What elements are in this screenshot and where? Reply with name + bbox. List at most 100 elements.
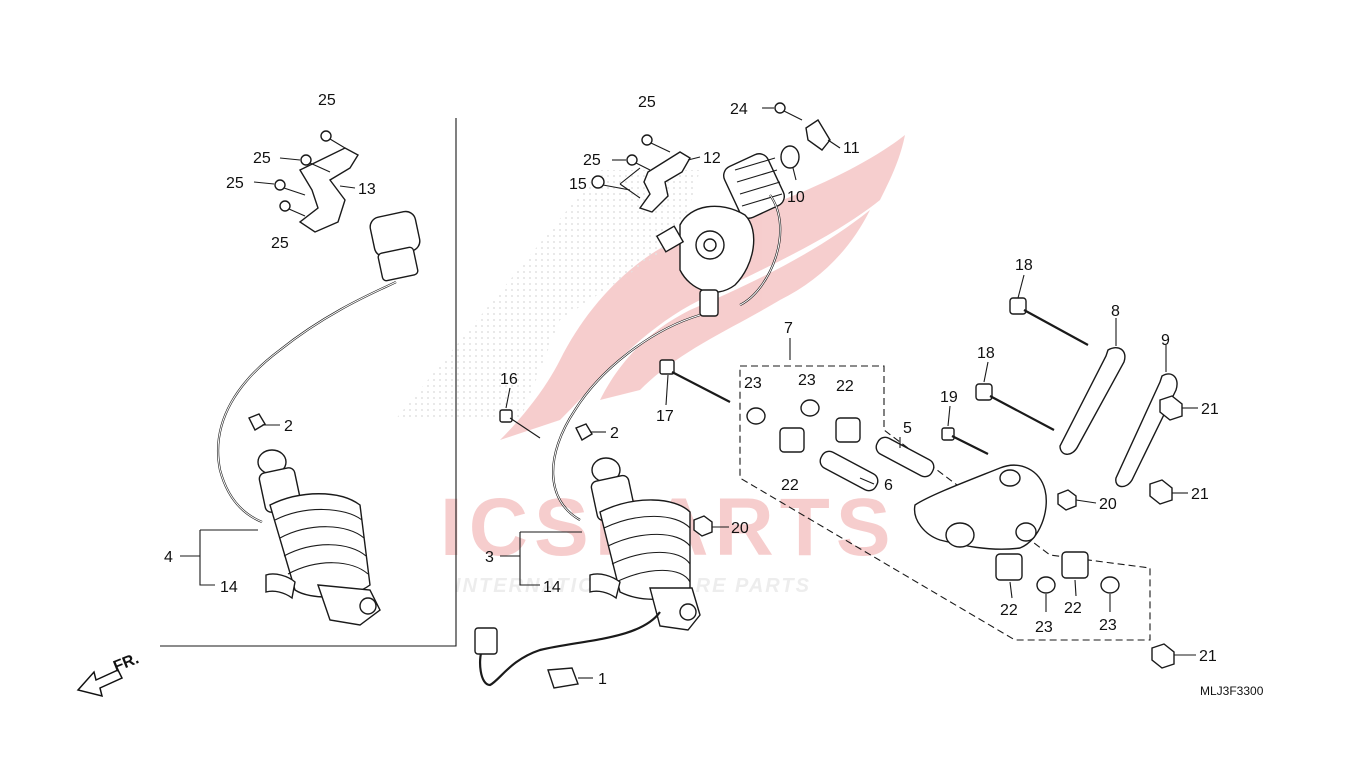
callout-19: 19 xyxy=(940,389,958,406)
nut-20-right xyxy=(1057,489,1077,511)
callout-23-d: 23 xyxy=(1099,617,1117,634)
callout-leaders xyxy=(253,107,1198,679)
callout-22-c: 22 xyxy=(1000,602,1018,619)
callout-10: 10 xyxy=(787,189,805,206)
callout-9: 9 xyxy=(1161,332,1170,349)
bolt-19 xyxy=(941,427,989,455)
callout-20-center: 20 xyxy=(731,520,749,537)
clip-2-center xyxy=(575,423,593,441)
callout-18-b: 18 xyxy=(977,345,995,362)
bolt-18-b xyxy=(975,383,1055,431)
callout-25-a: 25 xyxy=(318,92,336,109)
callout-23-c: 23 xyxy=(1035,619,1053,636)
bolt-25-left-a xyxy=(320,130,346,149)
seal-23-d xyxy=(1100,576,1120,594)
callout-8: 8 xyxy=(1111,303,1120,320)
callout-18-a: 18 xyxy=(1015,257,1033,274)
spacer-14-left xyxy=(265,573,296,600)
callout-7: 7 xyxy=(784,320,793,337)
sensor-cable xyxy=(479,611,661,687)
hose-left xyxy=(217,281,397,524)
bolt-25-left-d xyxy=(279,200,306,217)
callout-25-d: 25 xyxy=(271,235,289,252)
bearing-22-d xyxy=(1061,551,1089,579)
callout-22-d: 22 xyxy=(1064,600,1082,617)
bolt-18-a xyxy=(1009,297,1089,346)
callout-25-c: 25 xyxy=(226,175,244,192)
bearing-22-a xyxy=(835,417,861,443)
callout-4: 4 xyxy=(164,549,173,566)
bearing-22-c xyxy=(995,553,1023,581)
link-plate-8 xyxy=(1059,346,1126,455)
bracket-12 xyxy=(638,151,691,213)
shock-absorber-left xyxy=(257,449,381,626)
bolt-15 xyxy=(591,175,631,191)
callout-23-b: 23 xyxy=(798,372,816,389)
nut-20-center xyxy=(693,515,713,537)
shock-arm xyxy=(913,464,1047,550)
leader-15 xyxy=(619,167,641,199)
callout-14-left: 14 xyxy=(220,579,238,596)
nut-21-a xyxy=(1159,395,1183,421)
collar-6 xyxy=(819,450,879,492)
callout-23-a: 23 xyxy=(744,375,762,392)
callout-14-center: 14 xyxy=(543,579,561,596)
callout-13: 13 xyxy=(358,181,376,198)
kit-7-outline xyxy=(739,365,1151,641)
panel-divider xyxy=(160,118,457,647)
bolt-24 xyxy=(774,102,803,121)
shock-absorber-center xyxy=(590,457,701,631)
callout-15: 15 xyxy=(569,176,587,193)
callout-11: 11 xyxy=(843,140,860,157)
bearing-22-b xyxy=(779,427,805,453)
seal-23-b xyxy=(800,399,820,417)
callout-2-left: 2 xyxy=(284,418,293,435)
callout-25-f: 25 xyxy=(583,152,601,169)
bolt-25-center-a xyxy=(641,134,671,153)
left-panel xyxy=(160,118,457,647)
callout-21-b: 21 xyxy=(1191,486,1209,503)
nut-21-c xyxy=(1151,643,1175,669)
callout-20-right: 20 xyxy=(1099,496,1117,513)
callout-21-a: 21 xyxy=(1201,401,1219,418)
bolt-25-left-b xyxy=(300,154,331,173)
callout-12: 12 xyxy=(703,150,721,167)
connector-plug xyxy=(474,627,498,655)
diagram-code: MLJ3F3300 xyxy=(1200,684,1264,698)
center-assembly xyxy=(474,102,831,689)
clip-11 xyxy=(805,119,831,151)
callout-1: 1 xyxy=(598,671,607,688)
bolt-25-center-b xyxy=(626,154,651,171)
clamp-1 xyxy=(547,667,579,689)
bolt-17 xyxy=(659,359,731,403)
callout-24: 24 xyxy=(730,101,748,118)
bolt-16 xyxy=(499,409,541,439)
callout-21-c: 21 xyxy=(1199,648,1217,665)
collar-5 xyxy=(875,436,935,478)
bracket-13 xyxy=(298,147,359,233)
callout-22-a: 22 xyxy=(836,378,854,395)
callout-17: 17 xyxy=(656,408,674,425)
leader-4 xyxy=(180,529,258,586)
callout-22-b: 22 xyxy=(781,477,799,494)
front-direction-marker: FR. xyxy=(76,650,141,698)
nut-21-b xyxy=(1149,479,1173,505)
watermark-dot-shape xyxy=(395,170,700,420)
callout-6: 6 xyxy=(884,477,893,494)
callout-25-e: 25 xyxy=(638,94,656,111)
callout-16: 16 xyxy=(500,371,518,388)
seal-23-a xyxy=(746,407,766,425)
spacer-14-center xyxy=(589,573,621,600)
callout-25-b: 25 xyxy=(253,150,271,167)
callout-3: 3 xyxy=(485,549,494,566)
callout-labels: 1 2 2 3 4 5 6 7 8 9 10 11 12 13 14 14 15… xyxy=(164,92,1219,688)
seal-23-c xyxy=(1036,576,1056,594)
reservoir-left xyxy=(369,210,421,282)
callout-2-center: 2 xyxy=(610,425,619,442)
clip-2-left xyxy=(248,413,266,431)
link-plate-9 xyxy=(1115,373,1178,488)
leader-3 xyxy=(500,531,582,586)
bolt-25-left-c xyxy=(274,179,306,196)
ring-10 xyxy=(780,145,800,169)
